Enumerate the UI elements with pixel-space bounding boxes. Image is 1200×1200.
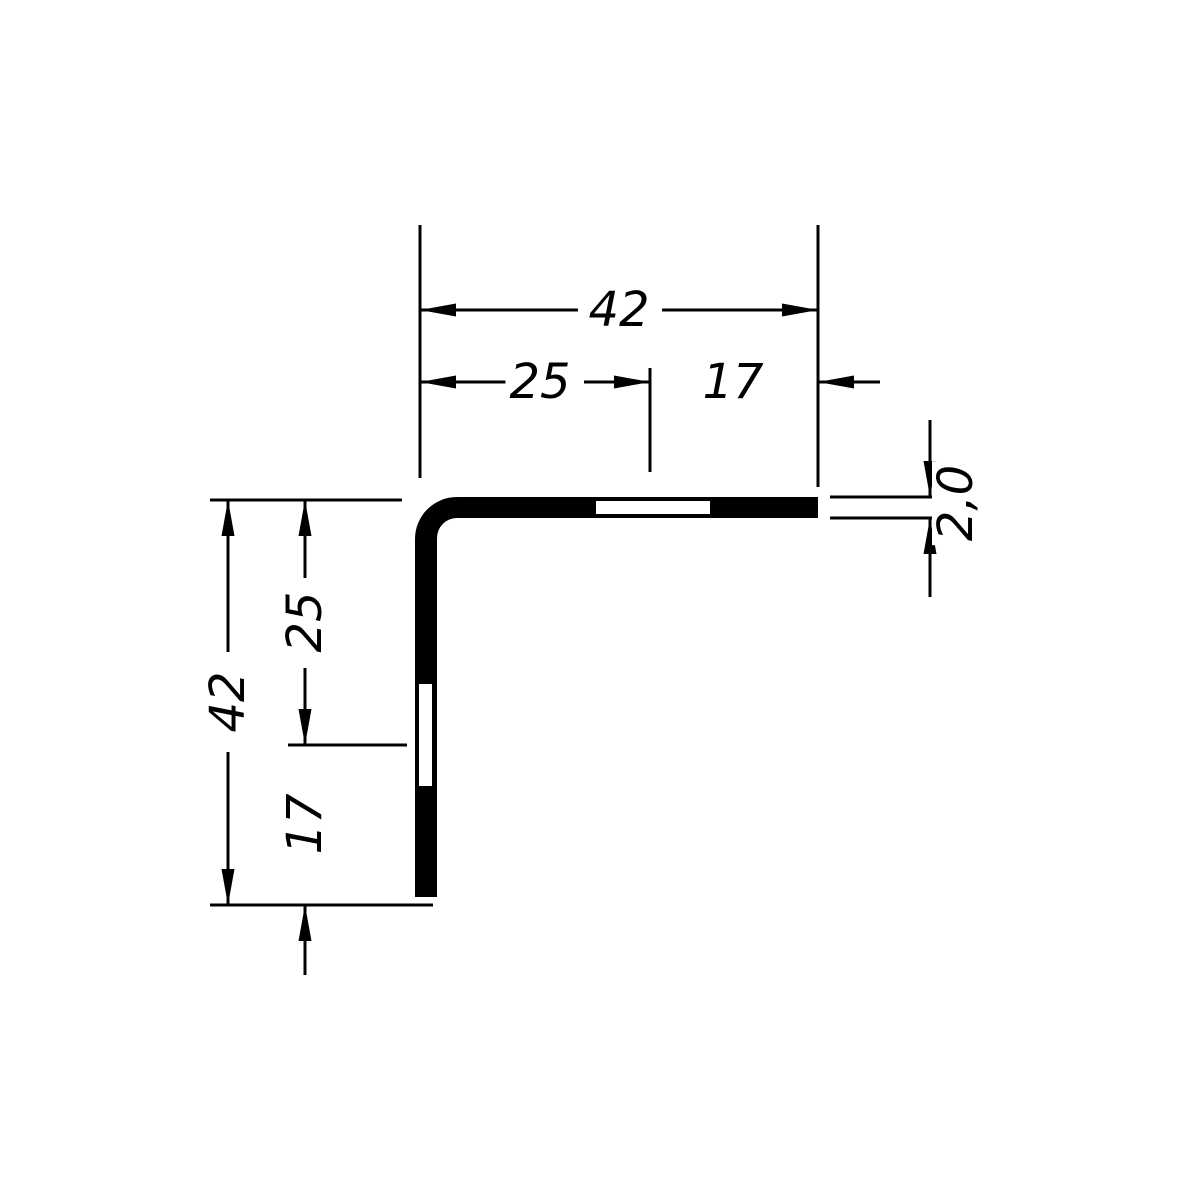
arrow-left25-top: [298, 500, 312, 536]
arrow-left-height-bottom: [221, 869, 235, 905]
dim-label-top-left-segment: 25: [505, 358, 575, 406]
dim-label-top-right-segment: 17: [698, 358, 768, 406]
dim-label-thickness: 2,0: [928, 460, 984, 546]
dim-label-left-upper-segment: 25: [277, 587, 333, 657]
arrow-top-width-left: [420, 303, 456, 317]
dim-label-top-width: 42: [584, 286, 654, 334]
dimension-lines: [226, 308, 932, 975]
arrow-top-width-right: [782, 303, 818, 317]
arrowheads: [221, 303, 937, 941]
arrow-top25-left: [420, 375, 456, 389]
dim-label-left-lower-segment: 17: [277, 789, 333, 859]
arrow-left-height-top: [221, 500, 235, 536]
arrow-top25-right: [614, 375, 650, 389]
arrow-left25-bottom: [298, 709, 312, 745]
dim-label-left-height: 42: [200, 667, 256, 737]
extension-lines: [210, 225, 942, 907]
profile-gap-horizontal: [596, 501, 710, 514]
profile-gap-vertical: [419, 684, 432, 786]
arrow-left17-outside: [298, 905, 312, 941]
arrow-top17-outside: [818, 375, 854, 389]
profile-shape: [415, 497, 818, 897]
